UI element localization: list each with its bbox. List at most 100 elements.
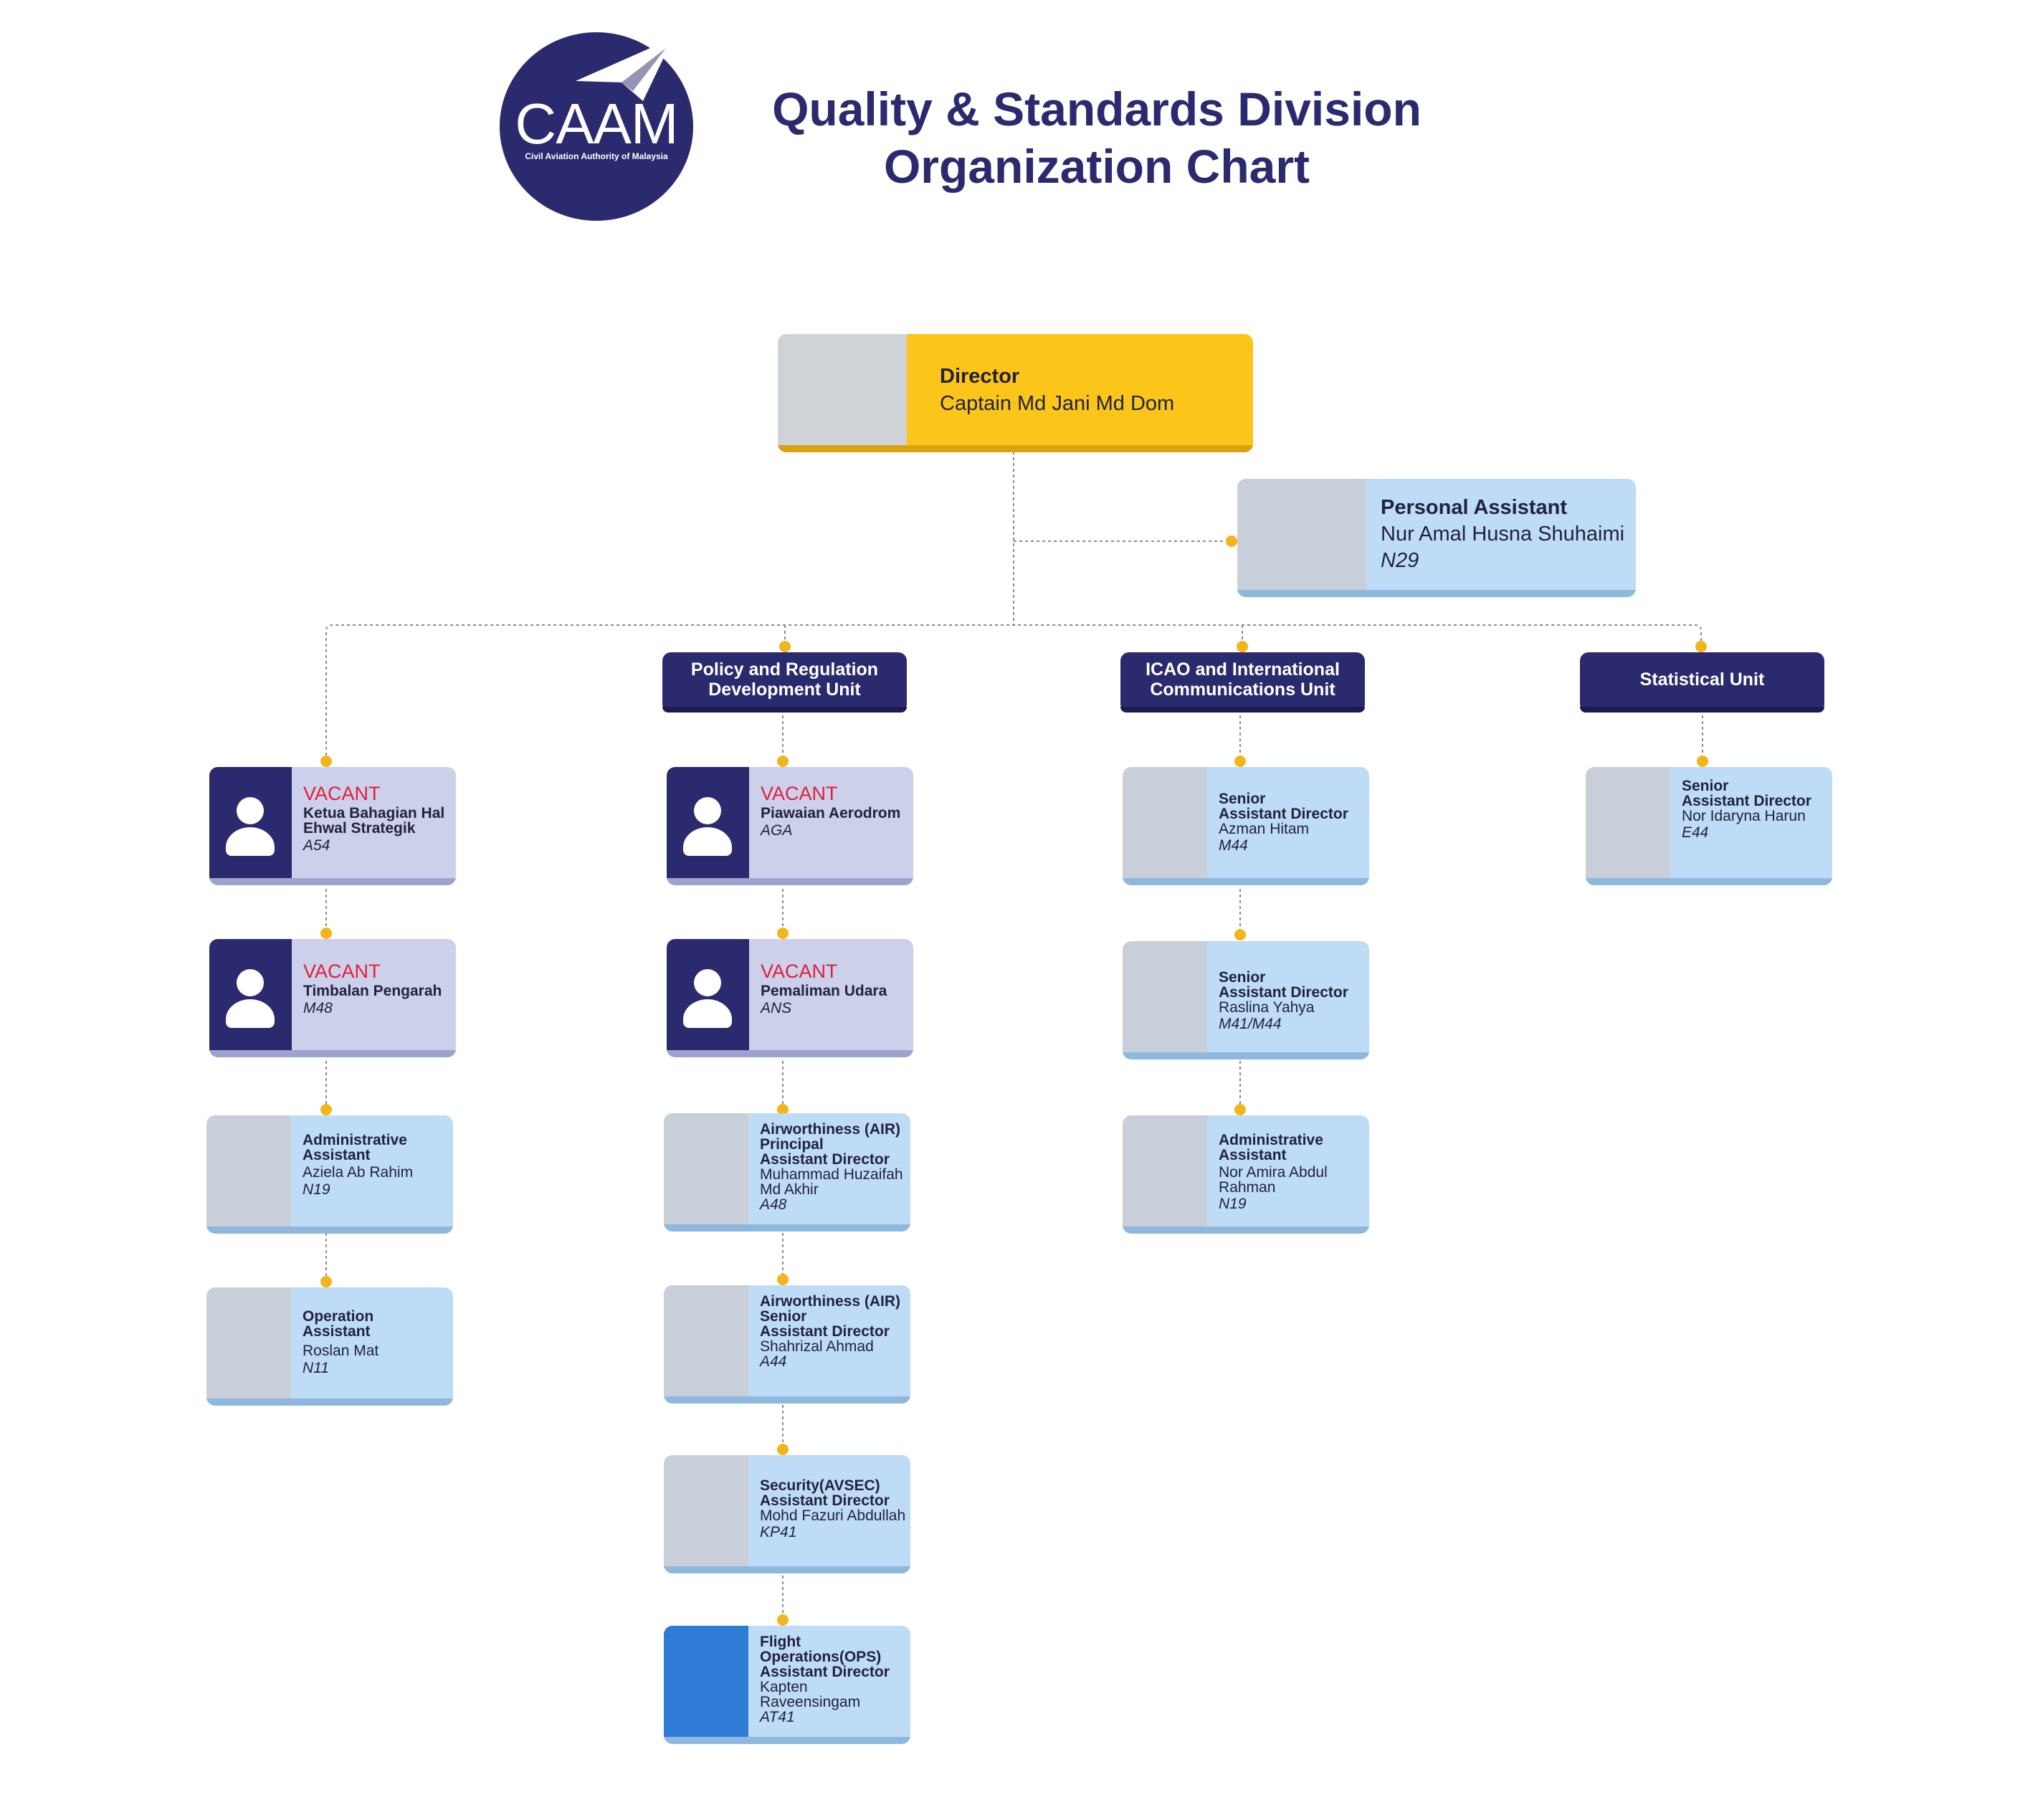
role-line: Senior bbox=[1219, 969, 1266, 986]
role-line: Pemaliman Udara bbox=[761, 983, 887, 999]
staff-photo bbox=[206, 1115, 291, 1226]
staff-name: Roslan Mat bbox=[303, 1343, 379, 1359]
role-line: Senior bbox=[1682, 778, 1729, 794]
pa-photo bbox=[1237, 479, 1366, 590]
staff-photo bbox=[1123, 941, 1207, 1052]
unit-icao-line1: ICAO and International bbox=[1146, 659, 1340, 680]
staff-name: Kapten bbox=[760, 1679, 808, 1695]
card-left-3[interactable]: Operation Assistant Roslan Mat N11 bbox=[206, 1287, 453, 1406]
staff-name: Md Akhir bbox=[760, 1181, 819, 1198]
unit-statistical[interactable]: Statistical Unit bbox=[1580, 652, 1824, 713]
staff-name: Aziela Ab Rahim bbox=[303, 1164, 414, 1181]
person-icon bbox=[694, 969, 721, 996]
role-line: Airworthiness (AIR) bbox=[760, 1121, 901, 1138]
staff-photo bbox=[1123, 767, 1207, 878]
unit-stat-line1: Statistical Unit bbox=[1639, 670, 1765, 690]
card-left-0[interactable]: VACANT Ketua Bahagian Hal Ehwal Strategi… bbox=[209, 767, 456, 885]
title-line-1: Quality & Standards Division bbox=[772, 82, 1422, 135]
card-policy-1[interactable]: VACANT Pemaliman Udara ANS bbox=[667, 939, 913, 1057]
role-line: Principal bbox=[760, 1136, 824, 1153]
unit-policy-line1: Policy and Regulation bbox=[690, 659, 879, 680]
card-policy-3[interactable]: Airworthiness (AIR) Senior Assistant Dir… bbox=[664, 1285, 910, 1404]
vacant-label: VACANT bbox=[761, 961, 838, 982]
person-icon bbox=[237, 969, 264, 996]
unit-icao-line2: Communications Unit bbox=[1150, 680, 1335, 700]
role-line: Ketua Bahagian Hal bbox=[303, 805, 445, 821]
card-icao-0[interactable]: Senior Assistant Director Azman Hitam M4… bbox=[1123, 767, 1369, 885]
vacant-label: VACANT bbox=[303, 961, 381, 982]
staff-photo bbox=[664, 1626, 748, 1737]
role-line: Operation bbox=[303, 1308, 374, 1325]
pa-grade: N29 bbox=[1381, 549, 1419, 572]
role-line: Assistant Director bbox=[1219, 806, 1348, 822]
card-stat-0[interactable]: Senior Assistant Director Nor Idaryna Ha… bbox=[1586, 767, 1832, 885]
card-policy-5[interactable]: Flight Operations(OPS) Assistant Directo… bbox=[664, 1626, 910, 1744]
pa-role: Personal Assistant bbox=[1381, 496, 1568, 519]
director-name: Captain Md Jani Md Dom bbox=[940, 392, 1175, 415]
director-card[interactable]: Director Captain Md Jani Md Dom bbox=[778, 334, 1253, 452]
staff-name: Rahman bbox=[1219, 1179, 1276, 1196]
role-line: Senior bbox=[760, 1308, 807, 1325]
vacant-avatar bbox=[209, 939, 292, 1050]
paper-plane-icon bbox=[576, 38, 673, 101]
staff-photo bbox=[1123, 1115, 1207, 1226]
staff-name: Shahrizal Ahmad bbox=[760, 1338, 874, 1355]
role-line: Assistant bbox=[1219, 1147, 1287, 1163]
director-role: Director bbox=[940, 365, 1020, 388]
vacant-avatar bbox=[667, 939, 749, 1050]
logo-text: CAAM bbox=[515, 92, 678, 156]
pa-name: Nur Amal Husna Shuhaimi bbox=[1381, 523, 1625, 545]
grade: M41/M44 bbox=[1219, 1016, 1282, 1032]
role-line: Assistant Director bbox=[760, 1323, 890, 1340]
page-title: Quality & Standards Division Organizatio… bbox=[703, 80, 1491, 195]
role-line: Airworthiness (AIR) bbox=[760, 1293, 901, 1310]
card-left-1[interactable]: VACANT Timbalan Pengarah M48 bbox=[209, 939, 456, 1057]
staff-photo bbox=[664, 1455, 748, 1566]
logo-subtitle: Civil Aviation Authority of Malaysia bbox=[525, 151, 668, 161]
staff-photo bbox=[206, 1287, 291, 1399]
vacant-avatar bbox=[667, 767, 749, 878]
card-policy-0[interactable]: VACANT Piawaian Aerodrom AGA bbox=[667, 767, 913, 885]
grade: KP41 bbox=[760, 1524, 797, 1540]
role-line: Senior bbox=[1219, 791, 1266, 807]
role-line: Assistant Director bbox=[760, 1664, 890, 1680]
person-icon bbox=[694, 797, 721, 824]
grade: A48 bbox=[760, 1196, 787, 1213]
role-line: Assistant Director bbox=[760, 1151, 890, 1168]
grade: M48 bbox=[303, 1000, 333, 1016]
grade: ANS bbox=[761, 1000, 792, 1016]
staff-name: Raveensingam bbox=[760, 1694, 861, 1710]
role-line: Flight bbox=[760, 1634, 801, 1650]
card-icao-2[interactable]: Administrative Assistant Nor Amira Abdul… bbox=[1123, 1115, 1369, 1234]
staff-name: Muhammad Huzaifah bbox=[760, 1166, 903, 1183]
card-left-2[interactable]: Administrative Assistant Aziela Ab Rahim… bbox=[206, 1115, 453, 1234]
title-line-2: Organization Chart bbox=[883, 140, 1310, 193]
role-line: Piawaian Aerodrom bbox=[761, 805, 901, 821]
staff-photo bbox=[664, 1285, 748, 1396]
role-line: Security(AVSEC) bbox=[760, 1477, 880, 1494]
role-line: Assistant bbox=[303, 1147, 371, 1163]
grade: N19 bbox=[303, 1181, 330, 1198]
grade: AT41 bbox=[760, 1709, 795, 1725]
pa-card[interactable]: Personal Assistant Nur Amal Husna Shuhai… bbox=[1237, 479, 1636, 597]
card-policy-2[interactable]: Airworthiness (AIR) Principal Assistant … bbox=[664, 1113, 910, 1231]
role-line: Administrative bbox=[303, 1132, 407, 1148]
role-line: Timbalan Pengarah bbox=[303, 983, 442, 999]
role-line: Ehwal Strategik bbox=[303, 820, 416, 837]
card-icao-1[interactable]: Senior Assistant Director Raslina Yahya … bbox=[1123, 941, 1369, 1059]
staff-name: Nor Amira Abdul bbox=[1219, 1164, 1328, 1181]
vacant-label: VACANT bbox=[303, 783, 381, 804]
role-line: Assistant Director bbox=[1219, 984, 1348, 1001]
vacant-avatar bbox=[209, 767, 292, 878]
role-line: Administrative bbox=[1219, 1132, 1323, 1148]
staff-name: Nor Idaryna Harun bbox=[1682, 808, 1806, 824]
grade: M44 bbox=[1219, 837, 1248, 854]
grade: E44 bbox=[1682, 824, 1709, 841]
staff-name: Raslina Yahya bbox=[1219, 999, 1315, 1016]
staff-photo bbox=[664, 1113, 748, 1224]
card-policy-4[interactable]: Security(AVSEC) Assistant Director Mohd … bbox=[664, 1455, 910, 1573]
staff-photo bbox=[1586, 767, 1670, 878]
